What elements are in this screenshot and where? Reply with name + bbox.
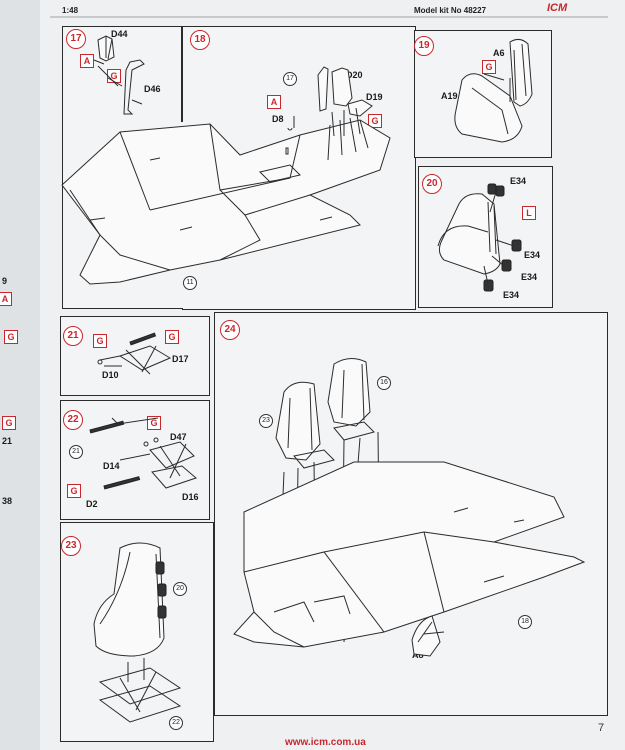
model-kit-number: Model kit No 48227 <box>414 6 487 15</box>
step-22-number: 22 <box>63 410 83 430</box>
step-21-panel <box>60 316 210 396</box>
step-24-drawing <box>233 358 586 657</box>
step-ref-16: 16 <box>377 376 391 390</box>
paint-badge-l: L <box>522 206 536 220</box>
step-20-drawing <box>437 183 522 292</box>
fragment-badge-a: A <box>0 292 12 306</box>
part-label: D20 <box>346 70 363 80</box>
step-18-number: 18 <box>190 30 210 50</box>
step-ref-20: 20 <box>173 582 187 596</box>
paint-badge-g: G <box>482 60 496 74</box>
part-label: E34 <box>521 272 538 282</box>
part-label: D14 <box>103 461 120 471</box>
step-ref-23: 23 <box>259 414 273 428</box>
step-20-number: 20 <box>422 174 442 194</box>
brand-logo: ICM <box>547 2 568 14</box>
part-label: D46 <box>144 84 161 94</box>
part-label: D2 <box>86 499 98 509</box>
paint-badge-a: A <box>267 95 281 109</box>
step-23-drawing <box>93 542 182 723</box>
website-url[interactable]: www.icm.com.ua <box>285 737 366 748</box>
step-ref-17: 17 <box>283 72 297 86</box>
fragment-text: 38 <box>2 496 13 506</box>
previous-page-edge: 9 A G G 21 38 <box>0 0 41 750</box>
step-19-number: 19 <box>414 36 434 56</box>
part-label: E34 <box>510 176 527 186</box>
part-label: D8 <box>272 114 284 124</box>
step-21-drawing <box>97 332 172 375</box>
part-label: D17 <box>172 354 189 364</box>
step-ref-11: 11 <box>183 276 197 290</box>
part-label: D16 <box>182 492 199 502</box>
step-ref-18: 18 <box>518 615 532 629</box>
step-17-drawing <box>93 35 145 115</box>
paint-badge-g: G <box>93 334 107 348</box>
paint-badge-g: G <box>368 114 382 128</box>
paint-badge-a: A <box>80 54 94 68</box>
scale-label: 1:48 <box>62 6 79 15</box>
step-22-drawing <box>89 417 197 490</box>
part-label: E34 <box>503 290 520 300</box>
step-17-number: 17 <box>66 29 86 49</box>
part-label: A8 <box>412 650 424 660</box>
step-ref-21: 21 <box>69 445 83 459</box>
paint-badge-g: G <box>67 484 81 498</box>
part-label: D19 <box>366 92 383 102</box>
step-23-number: 23 <box>61 536 81 556</box>
fragment-badge-g: G <box>2 416 16 430</box>
paint-badge-g: G <box>165 330 179 344</box>
part-label: D47 <box>170 432 187 442</box>
header-rule <box>50 16 608 18</box>
fragment-badge-g: G <box>4 330 18 344</box>
part-label: E34 <box>524 250 541 260</box>
part-label: A19 <box>441 91 458 101</box>
step-ref-22: 22 <box>169 716 183 730</box>
part-label: D44 <box>111 29 128 39</box>
step-19-drawing <box>454 38 533 143</box>
fragment-text: 21 <box>2 436 13 446</box>
fragment-text: 9 <box>2 276 8 286</box>
step-21-number: 21 <box>63 326 83 346</box>
step-24-number: 24 <box>220 320 240 340</box>
part-label: D10 <box>102 370 119 380</box>
step-18-drawing <box>61 66 391 285</box>
part-label: A6 <box>493 48 505 58</box>
page-number: 7 <box>598 722 605 734</box>
